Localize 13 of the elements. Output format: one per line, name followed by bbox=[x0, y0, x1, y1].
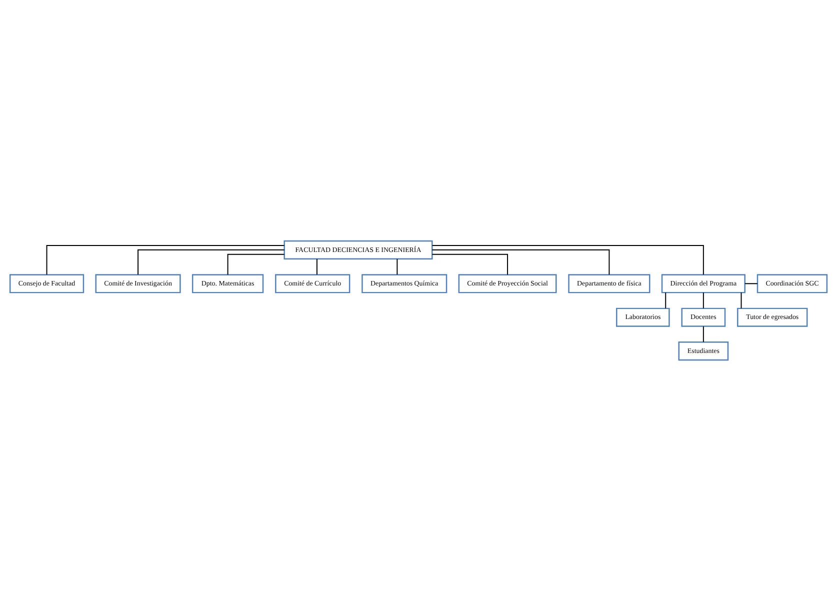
connector bbox=[665, 292, 666, 308]
connector bbox=[432, 248, 610, 275]
connector bbox=[396, 258, 398, 275]
connector bbox=[702, 325, 704, 342]
connector bbox=[138, 248, 285, 275]
connector bbox=[744, 282, 758, 284]
connector bbox=[702, 292, 704, 308]
connector bbox=[227, 253, 285, 275]
connector bbox=[740, 292, 742, 308]
connector bbox=[432, 244, 704, 275]
connector bbox=[46, 244, 285, 275]
connector bbox=[432, 253, 508, 275]
connector bbox=[316, 258, 318, 275]
